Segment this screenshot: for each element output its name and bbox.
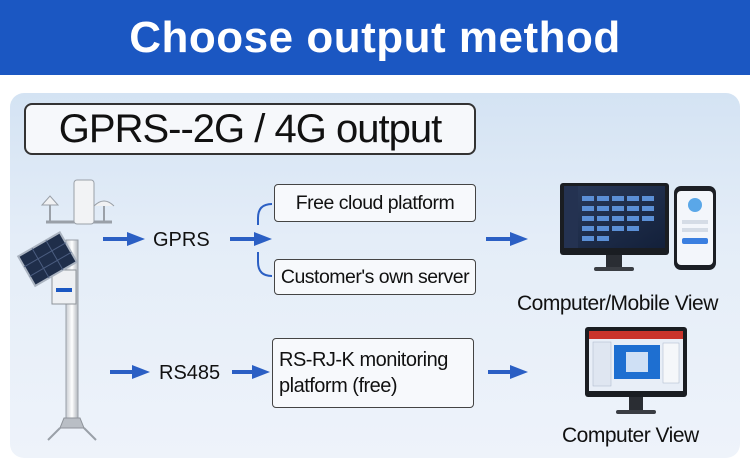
arrow-rs485-monitoring-head <box>252 365 270 379</box>
flow-arrows <box>103 232 528 379</box>
desktop-monitor-icon <box>560 183 669 271</box>
arrow-to-devices-head <box>510 232 528 246</box>
header-banner: Choose output method <box>0 0 750 75</box>
arrow-station-gprs-head <box>127 232 145 246</box>
computer-mobile-view-label: Computer/Mobile View <box>517 292 718 315</box>
arrow-to-computer-head <box>510 365 528 379</box>
page-title: Choose output method <box>129 12 621 62</box>
computer-view-label: Computer View <box>562 424 699 447</box>
customer-own-server-box: Customer's own server <box>274 259 476 295</box>
arrow-station-gprs <box>103 237 129 241</box>
rs485-label: RS485 <box>159 362 221 384</box>
section-title: GPRS--2G / 4G output <box>24 103 476 155</box>
free-cloud-platform-box: Free cloud platform <box>274 184 476 222</box>
arrow-to-computer <box>488 370 512 374</box>
weather-station-icon <box>16 179 115 441</box>
arrow-to-devices <box>486 237 512 241</box>
branch-connector <box>257 203 273 277</box>
monitor-icon <box>585 327 687 414</box>
arrow-gprs-branch <box>230 237 256 241</box>
monitoring-platform-box: RS-RJ-K monitoring platform (free) <box>272 338 474 408</box>
monitoring-platform-line1: RS-RJ-K monitoring <box>279 349 448 371</box>
monitoring-platform-line2: platform (free) <box>279 375 398 397</box>
arrow-station-rs485-head <box>132 365 150 379</box>
smartphone-icon <box>674 186 716 270</box>
gprs-label: GPRS <box>153 229 210 251</box>
arrow-gprs-branch-head <box>254 232 272 246</box>
arrow-station-rs485 <box>110 370 134 374</box>
arrow-rs485-monitoring <box>232 370 254 374</box>
